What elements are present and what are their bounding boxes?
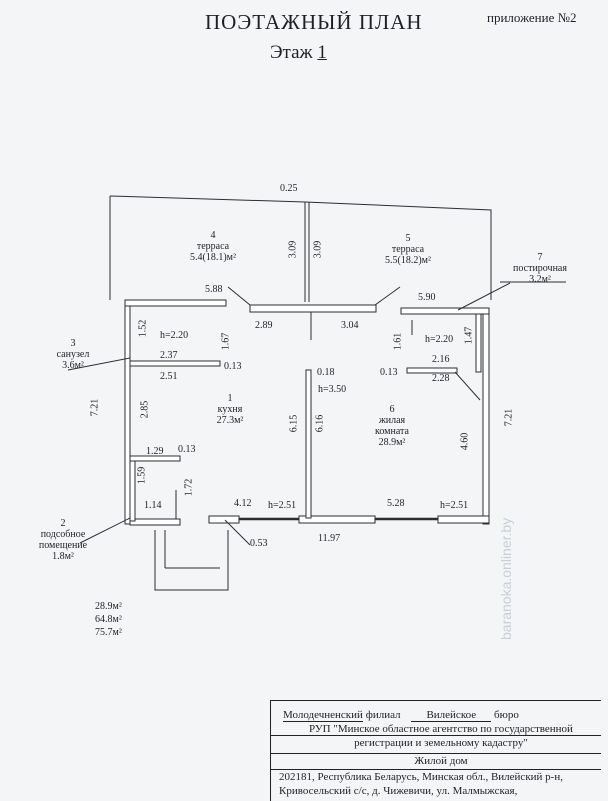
page-title: ПОЭТАЖНЫЙ ПЛАН	[205, 10, 423, 34]
dim-2-16: 2.16	[432, 354, 450, 365]
floor-number: 1	[317, 42, 327, 63]
dim-6-16: 6.16	[314, 414, 326, 433]
total-all: 75.7м²	[95, 627, 122, 638]
dim-1-61: 1.61	[392, 332, 404, 351]
dim-0-18: 0.18	[317, 367, 335, 378]
dim-0-13-b: 0.13	[380, 367, 398, 378]
dim-3-09-a: 3.09	[287, 240, 299, 259]
terrace-right-top	[304, 201, 492, 300]
dim-2-37: 2.37	[160, 350, 178, 361]
area-totals: 28.9м² 64.8м² 75.7м²	[95, 600, 122, 639]
dim-0-13-a: 0.13	[224, 361, 242, 372]
address-line-2: Кривосельский с/с, д. Чижевичи, ул. Малм…	[279, 785, 518, 797]
branch-suffix: филиал	[365, 709, 401, 721]
object-name: Жилой дом	[414, 755, 468, 767]
height-2-51-a: h=2.51	[268, 500, 297, 511]
dim-7-21-b: 7.21	[503, 408, 515, 427]
branch-name: Молодечненский	[283, 709, 363, 722]
dim-4-60: 4.60	[459, 432, 471, 451]
dim-2-51: 2.51	[160, 371, 178, 382]
dim-0-53: 0.53	[250, 538, 268, 549]
title-block: Молодечненский филиал Вилейское бюро РУП…	[270, 700, 601, 801]
dim-3-04: 3.04	[341, 320, 359, 331]
dim-2-89: 2.89	[255, 320, 273, 331]
total-general: 64.8м²	[95, 614, 122, 625]
dim-1-47: 1.47	[463, 326, 475, 345]
dim-4-12: 4.12	[234, 498, 252, 509]
dim-0-13-c: 0.13	[178, 444, 196, 455]
dim-1-29: 1.29	[146, 446, 164, 457]
dim-1-14: 1.14	[144, 500, 162, 511]
dim-5-90: 5.90	[418, 292, 436, 303]
dim-1-59: 1.59	[136, 466, 148, 485]
bureau-name: Вилейское	[411, 709, 492, 722]
org-line-1: РУП "Минское областное агентство по госу…	[309, 723, 573, 735]
dim-11-97: 11.97	[318, 533, 341, 544]
dim-1-72: 1.72	[183, 478, 195, 497]
height-2-20-a: h=2.20	[160, 330, 189, 341]
height-2-51-b: h=2.51	[440, 500, 469, 511]
bureau-suffix: бюро	[494, 709, 519, 721]
appendix-label: приложение №2	[487, 10, 577, 25]
dim-3-09-b: 3.09	[312, 240, 324, 259]
dim-5-88: 5.88	[205, 284, 223, 295]
org-line-2: регистрации и земельному кадастру"	[354, 737, 528, 749]
height-3-50: h=3.50	[318, 384, 347, 395]
height-2-20-b: h=2.20	[425, 334, 454, 345]
dim-2-85: 2.85	[139, 400, 151, 419]
dim-6-15: 6.15	[288, 414, 300, 433]
dim-5-28: 5.28	[387, 498, 405, 509]
dim-0-25: 0.25	[280, 183, 298, 194]
terrace-left-top	[109, 195, 306, 203]
porch-outline	[154, 530, 229, 591]
dim-1-52: 1.52	[137, 319, 149, 338]
dim-2-28: 2.28	[432, 373, 450, 384]
watermark: baranoka.onliner.by	[498, 517, 514, 640]
address-line-1: 202181, Республика Беларусь, Минская обл…	[279, 771, 563, 783]
floor-label: Этаж 1	[270, 42, 327, 64]
total-living: 28.9м²	[95, 601, 122, 612]
floor-word: Этаж	[270, 42, 313, 63]
dim-1-67: 1.67	[220, 332, 232, 351]
dim-7-21-a: 7.21	[89, 398, 101, 417]
